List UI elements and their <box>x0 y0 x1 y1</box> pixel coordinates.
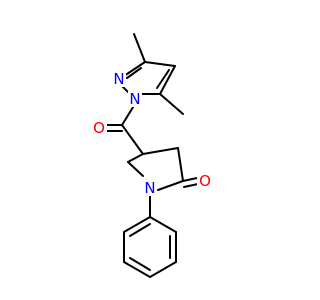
bond-c3-c2 <box>177 147 184 182</box>
bond-methyl-c3 <box>133 33 146 63</box>
bond-n1-carbonyl <box>121 103 136 126</box>
atom-n-pyrrolidinone: N <box>143 179 157 197</box>
atom-label: O <box>199 172 211 190</box>
bond-c2-n1 <box>157 180 184 191</box>
bond-methyl-c5 <box>159 93 184 115</box>
structure-canvas: N N O O N <box>92 33 212 278</box>
bond-c4-c3 <box>142 147 179 155</box>
atom-n-pyrazole-acyl: N <box>128 90 142 108</box>
bond-c2-o-lactam <box>182 177 198 182</box>
bond-ph-inner-2 <box>129 257 151 271</box>
bond-c4-c5 <box>159 65 176 95</box>
bond-carbonyl-c4 <box>121 124 144 155</box>
bond-c3-n2-inner <box>126 67 142 79</box>
atom-label: N <box>113 70 124 88</box>
atom-n-pyrazole-ring: N <box>112 70 126 88</box>
bond-c3-n2 <box>123 61 146 77</box>
bond-ph-1 <box>149 216 177 233</box>
molecule-structure: N N O O N <box>92 33 212 278</box>
bond-ph-4 <box>123 261 151 278</box>
bond-ph-inner-3 <box>129 223 151 237</box>
atom-o-carbonyl-exo: O <box>92 119 107 137</box>
atom-label: N <box>129 90 140 108</box>
bond-c4-c5-inner <box>156 69 170 89</box>
bond-c3-c4 <box>144 61 176 67</box>
bond-ph-6 <box>123 216 151 233</box>
bond-c5-c4 <box>127 153 144 163</box>
atom-label: N <box>144 179 155 197</box>
bond-n1-c5 <box>127 161 144 177</box>
atom-o-lactam: O <box>197 172 212 190</box>
bond-c2-o-lactam-double <box>183 183 199 188</box>
bond-ph-3 <box>149 261 177 278</box>
atom-label: O <box>93 119 105 137</box>
